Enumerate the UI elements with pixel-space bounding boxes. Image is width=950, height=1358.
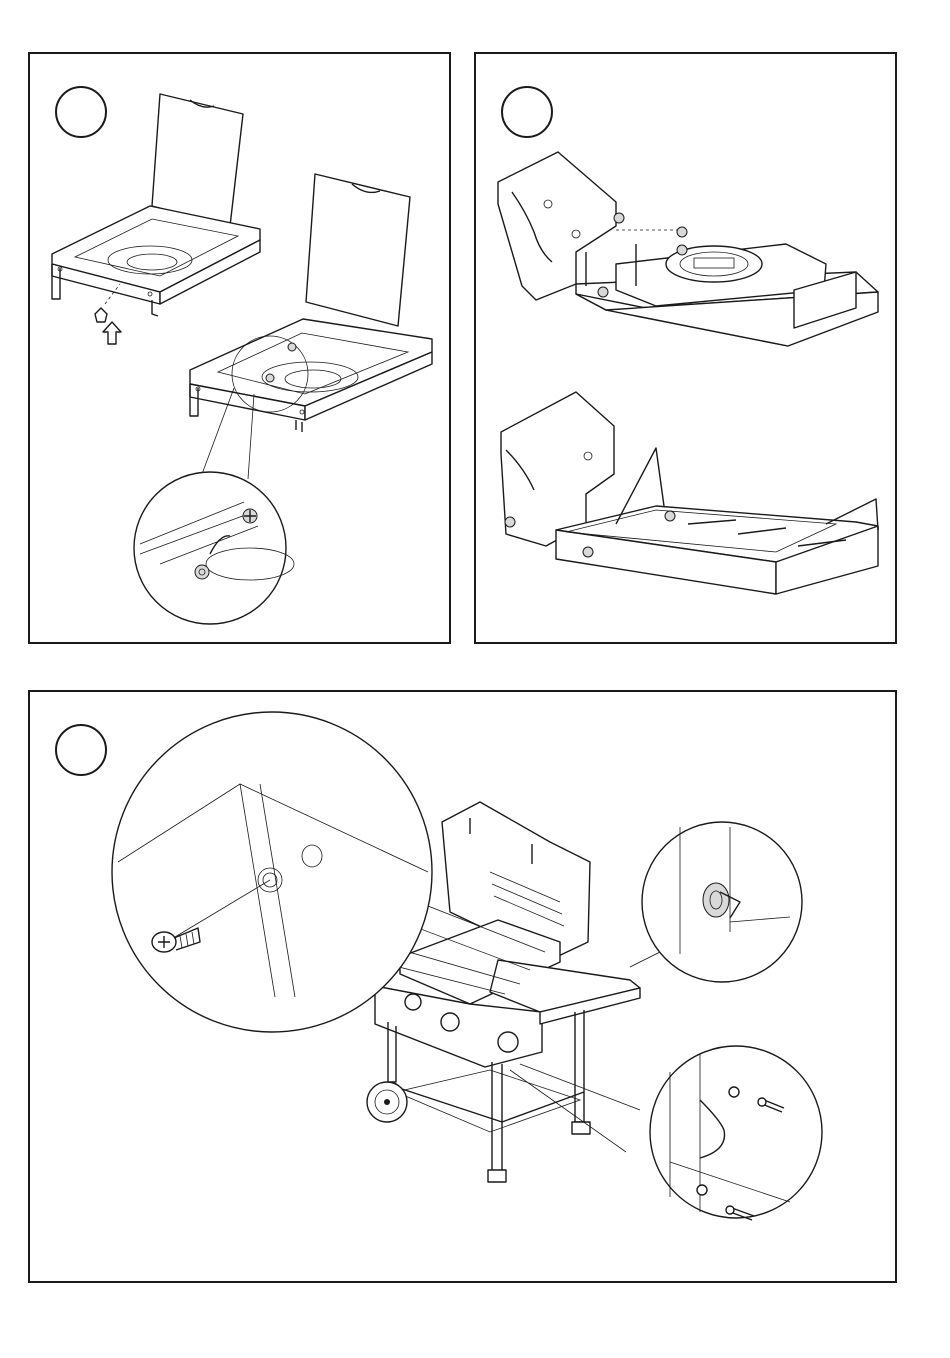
step-panel-2 [474, 52, 897, 644]
washer-icon [195, 565, 209, 579]
arrow-up-icon [103, 322, 121, 344]
detail-callout-hinge [134, 472, 294, 624]
screw-icon [243, 509, 257, 523]
detail-callout-screws [650, 1046, 822, 1220]
side-shelf-unit-back [52, 94, 260, 316]
washer-icon [703, 883, 729, 917]
side-shelf-hinge-illustration [30, 54, 449, 642]
step-panel-1 [28, 52, 451, 644]
side-shelf-brackets-illustration [476, 54, 895, 642]
detail-callout-bolt [112, 712, 432, 1032]
detail-callout-hinge-pin [642, 822, 802, 982]
wing-nut-icon [95, 308, 107, 322]
bracket-assembly-upper [498, 152, 878, 346]
step-panel-3 [28, 690, 897, 1283]
wheel-icon [367, 1082, 407, 1122]
bracket-assembly-lower [501, 392, 878, 594]
attach-to-grill-illustration [30, 692, 895, 1281]
